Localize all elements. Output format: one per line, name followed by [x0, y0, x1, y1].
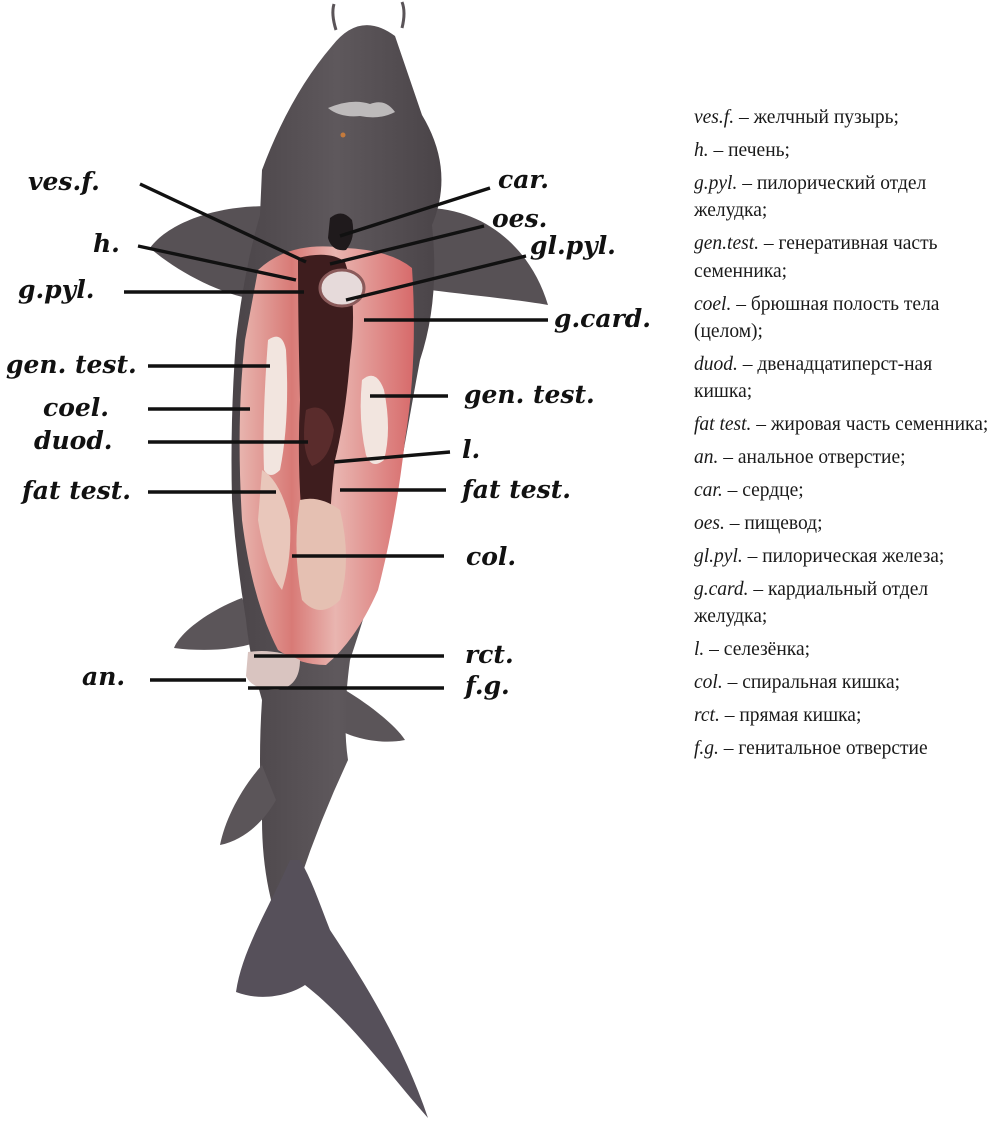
legend-text: – пилорическая железа; [743, 546, 945, 567]
legend-abbr: col. [694, 672, 723, 693]
label-an: an. [82, 662, 125, 691]
legend-abbr: car. [694, 480, 723, 501]
label-fat-test-right: fat test. [460, 475, 571, 504]
legend-item: f.g. – генитальное отверстие [694, 735, 990, 763]
head-spot [341, 133, 346, 138]
label-gl-pyl: gl.pyl. [530, 231, 616, 260]
label-h: h. [93, 229, 120, 258]
legend-text: – генитальное отверстие [719, 738, 928, 759]
caudal-fin [236, 860, 428, 1118]
legend-item: col. – спиральная кишка; [694, 669, 990, 697]
legend-item: an. – анальное отверстие; [694, 444, 990, 472]
label-coel: coel. [43, 393, 109, 422]
barbel-right [402, 2, 404, 28]
label-ves-f: ves.f. [28, 167, 100, 196]
label-oes: oes. [492, 204, 547, 233]
legend-item: duod. – двенадцатиперст-ная кишка; [694, 351, 990, 406]
legend-item: h. – печень; [694, 137, 990, 165]
legend-text: – печень; [709, 140, 790, 161]
legend-text: – прямая кишка; [720, 705, 862, 726]
legend-item: gen.test. – генеративная часть семенника… [694, 230, 990, 285]
legend-item: car. – сердце; [694, 477, 990, 505]
label-f-g: f.g. [463, 671, 510, 700]
legend-abbr: g.card. [694, 579, 749, 600]
legend-abbr: duod. [694, 354, 738, 375]
legend-item: rct. – прямая кишка; [694, 702, 990, 730]
legend-text: – брюшная полость тела (целом); [694, 294, 939, 343]
legend-abbr: g.pyl. [694, 173, 737, 194]
label-g-card: g.card. [554, 304, 651, 333]
legend-text: – сердце; [723, 480, 804, 501]
legend-item: l. – селезёнка; [694, 636, 990, 664]
legend-text: – пищевод; [725, 513, 823, 534]
legend-abbr: h. [694, 140, 709, 161]
label-fat-test-left: fat test. [20, 476, 131, 505]
label-rct: rct. [465, 640, 514, 669]
legend-item: g.pyl. – пилорический отдел желудка; [694, 170, 990, 225]
legend-text: – анальное отверстие; [718, 447, 905, 468]
label-duod: duod. [34, 426, 113, 455]
legend-abbr: ves.f. [694, 107, 734, 128]
legend-abbr: gl.pyl. [694, 546, 743, 567]
legend-item: oes. – пищевод; [694, 510, 990, 538]
barbel-left [333, 4, 336, 30]
legend-abbr: coel. [694, 294, 731, 315]
label-col: col. [466, 542, 516, 571]
pyloric-gland [320, 270, 364, 306]
label-l: l. [462, 435, 480, 464]
legend: ves.f. – желчный пузырь; h. – печень; g.py… [694, 104, 990, 768]
legend-text: – жировая часть семенника; [751, 414, 988, 435]
label-gen-test-left: gen. test. [6, 350, 137, 379]
legend-abbr: gen.test. [694, 233, 759, 254]
label-gen-test-right: gen. test. [464, 380, 595, 409]
legend-text: – спиральная кишка; [723, 672, 900, 693]
legend-abbr: fat test. [694, 414, 751, 435]
legend-abbr: rct. [694, 705, 720, 726]
legend-item: coel. – брюшная полость тела (целом); [694, 291, 990, 346]
legend-abbr: an. [694, 447, 718, 468]
legend-abbr: oes. [694, 513, 725, 534]
legend-item: fat test. – жировая часть семенника; [694, 411, 990, 439]
label-car: car. [498, 165, 549, 194]
legend-item: g.card. – кардиальный отдел желудка; [694, 576, 990, 631]
label-g-pyl: g.pyl. [18, 275, 94, 304]
legend-abbr: f.g. [694, 738, 719, 759]
legend-text: – селезёнка; [704, 639, 810, 660]
legend-abbr: l. [694, 639, 704, 660]
legend-item: ves.f. – желчный пузырь; [694, 104, 990, 132]
legend-item: gl.pyl. – пилорическая железа; [694, 543, 990, 571]
legend-text: – желчный пузырь; [734, 107, 899, 128]
